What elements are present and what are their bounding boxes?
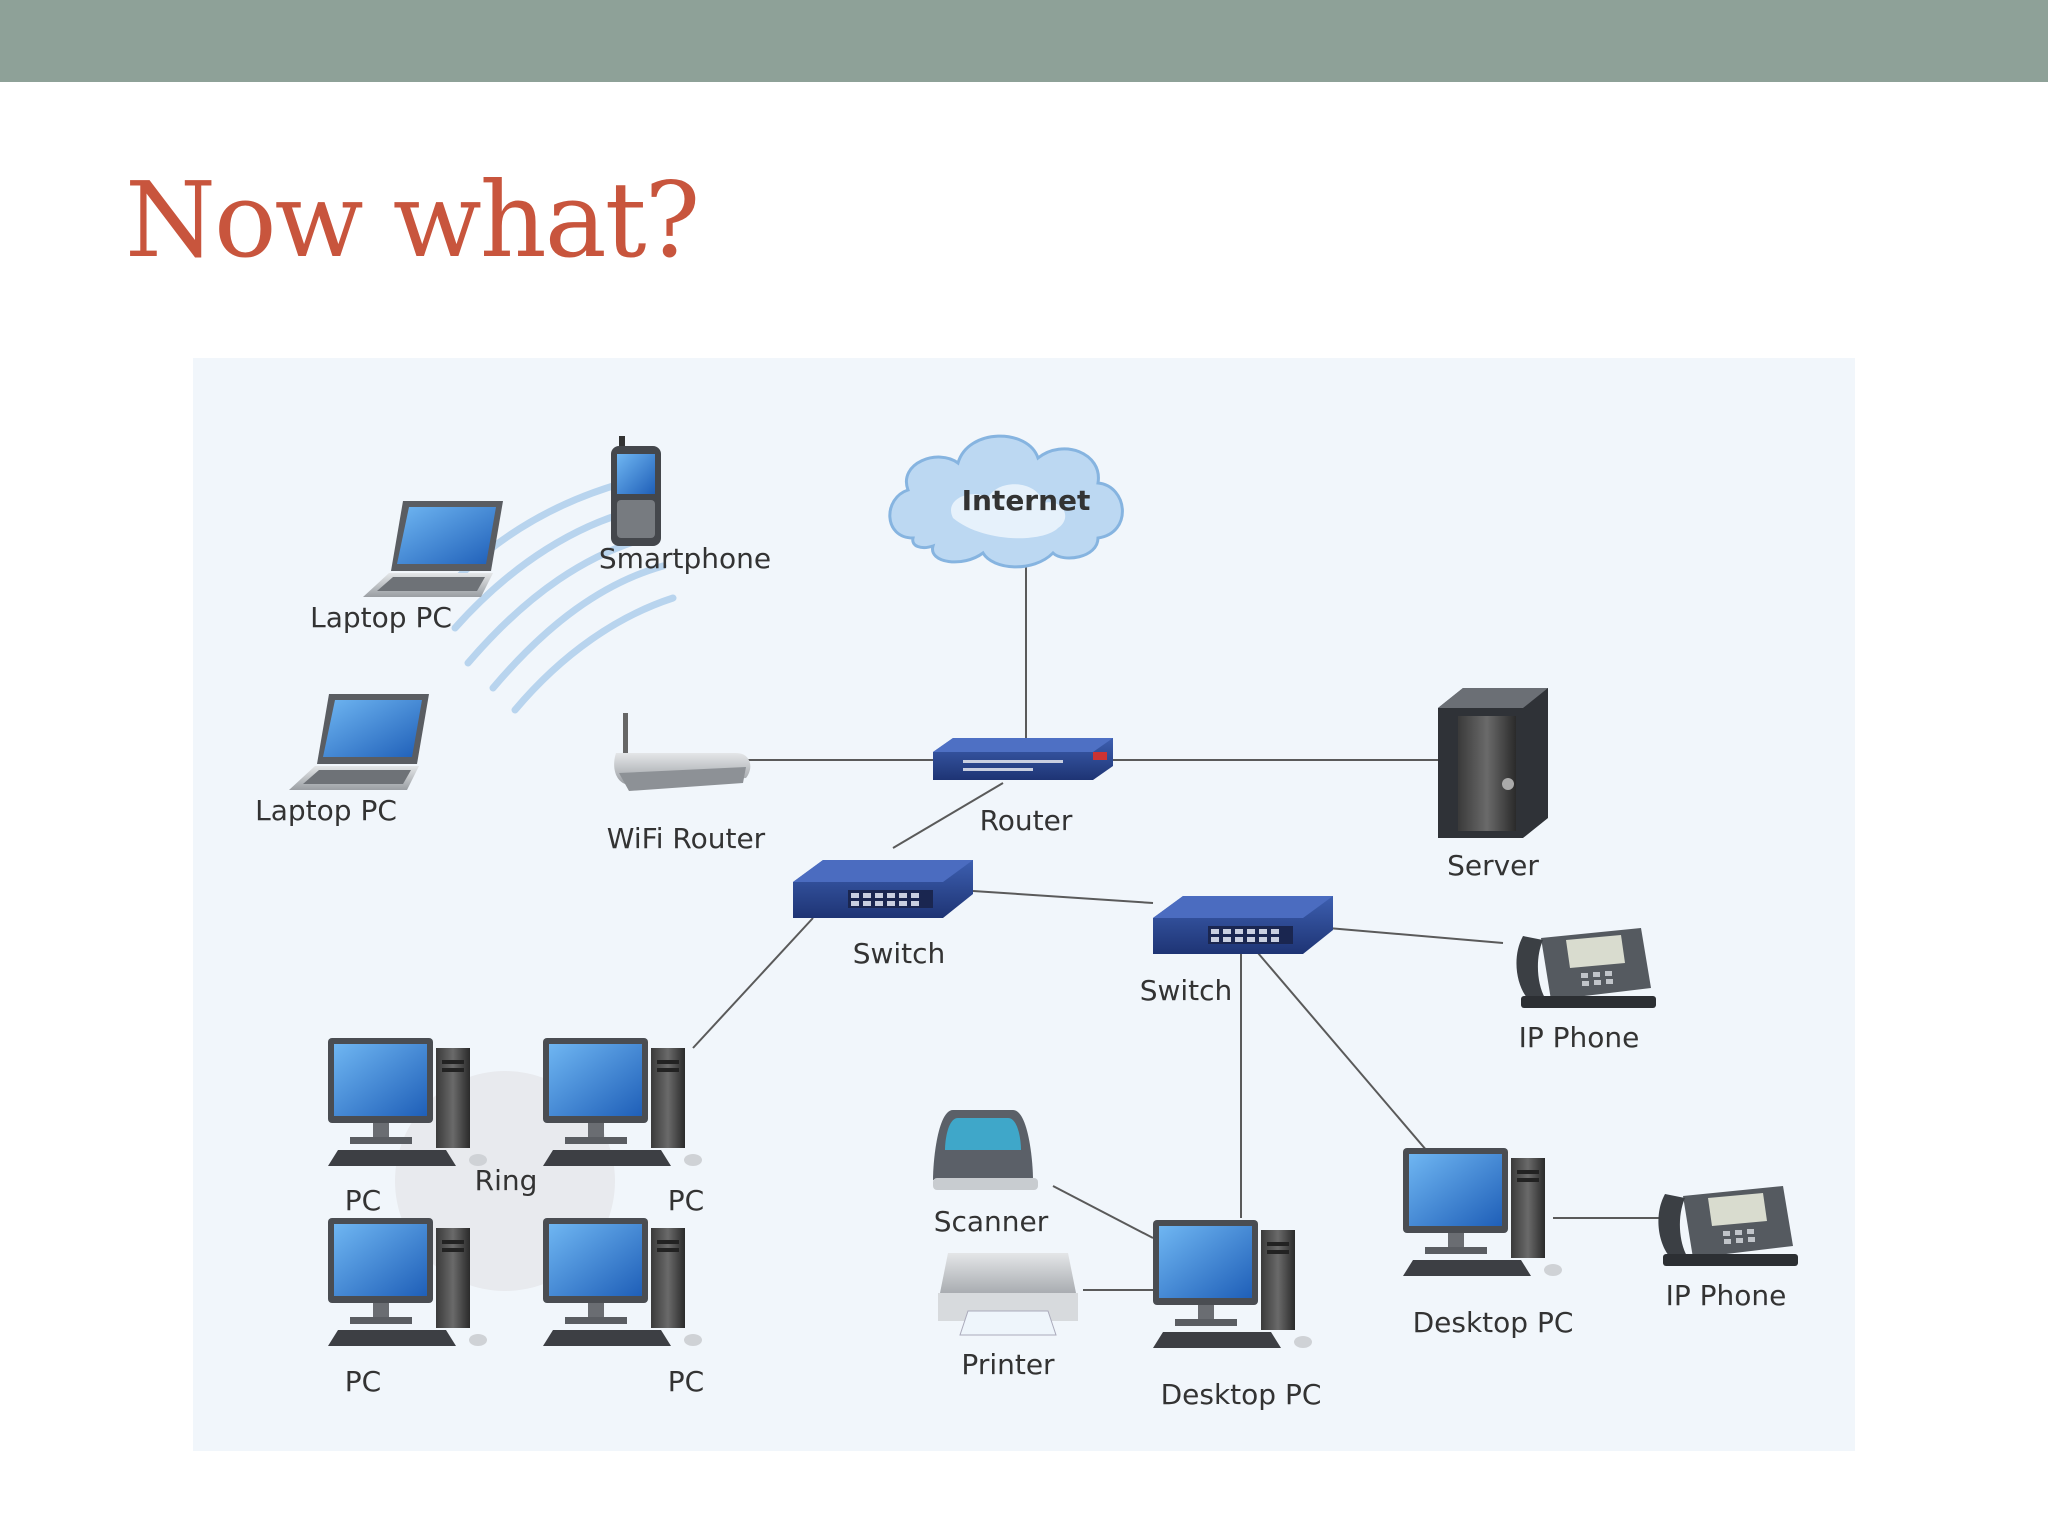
laptop-pc-label: Laptop PC bbox=[255, 794, 397, 827]
smartphone-icon bbox=[611, 436, 661, 546]
network-links bbox=[692, 558, 1668, 1291]
wifi-router-icon bbox=[614, 713, 751, 791]
pc-label: PC bbox=[345, 1365, 381, 1398]
server-label: Server bbox=[1447, 849, 1539, 882]
pc-label: PC bbox=[668, 1365, 704, 1398]
printer-label: Printer bbox=[961, 1348, 1055, 1381]
switch-icon bbox=[1153, 896, 1333, 954]
smartphone-label: Smartphone bbox=[599, 542, 771, 575]
switch-label: Switch bbox=[1140, 974, 1233, 1007]
ring-label: Ring bbox=[475, 1164, 538, 1197]
printer-icon bbox=[938, 1253, 1078, 1336]
pc-label: PC bbox=[345, 1184, 381, 1217]
desktop-pc-icon bbox=[1153, 1220, 1312, 1348]
laptop-icon bbox=[289, 694, 429, 790]
slide-header-bar bbox=[0, 0, 2048, 82]
desktop-pc-label: Desktop PC bbox=[1161, 1378, 1322, 1411]
laptop-icon bbox=[363, 501, 503, 597]
server-icon bbox=[1438, 688, 1548, 838]
router-label: Router bbox=[980, 804, 1073, 837]
slide-title: Now what? bbox=[125, 159, 700, 281]
pc-icon bbox=[328, 1218, 487, 1346]
router-icon bbox=[933, 738, 1113, 780]
scanner-icon bbox=[933, 1110, 1038, 1190]
switch-icon bbox=[793, 860, 973, 918]
desktop-pc-icon bbox=[1403, 1148, 1562, 1276]
internet-cloud-icon bbox=[888, 434, 1124, 569]
switch-label: Switch bbox=[853, 937, 946, 970]
pc-icon bbox=[543, 1218, 702, 1346]
network-diagram: Ring Internet Smartphone Laptop PC Lapto… bbox=[193, 358, 1855, 1451]
ip-phone-label: IP Phone bbox=[1519, 1021, 1640, 1054]
laptop-pc-label: Laptop PC bbox=[310, 601, 452, 634]
ip-phone-icon bbox=[1658, 1186, 1798, 1266]
scanner-label: Scanner bbox=[934, 1205, 1049, 1238]
desktop-pc-label: Desktop PC bbox=[1413, 1306, 1574, 1339]
pc-label: PC bbox=[668, 1184, 704, 1217]
internet-label: Internet bbox=[962, 484, 1091, 517]
wifi-router-label: WiFi Router bbox=[607, 822, 766, 855]
ip-phone-label: IP Phone bbox=[1666, 1279, 1787, 1312]
ip-phone-icon bbox=[1516, 928, 1656, 1008]
